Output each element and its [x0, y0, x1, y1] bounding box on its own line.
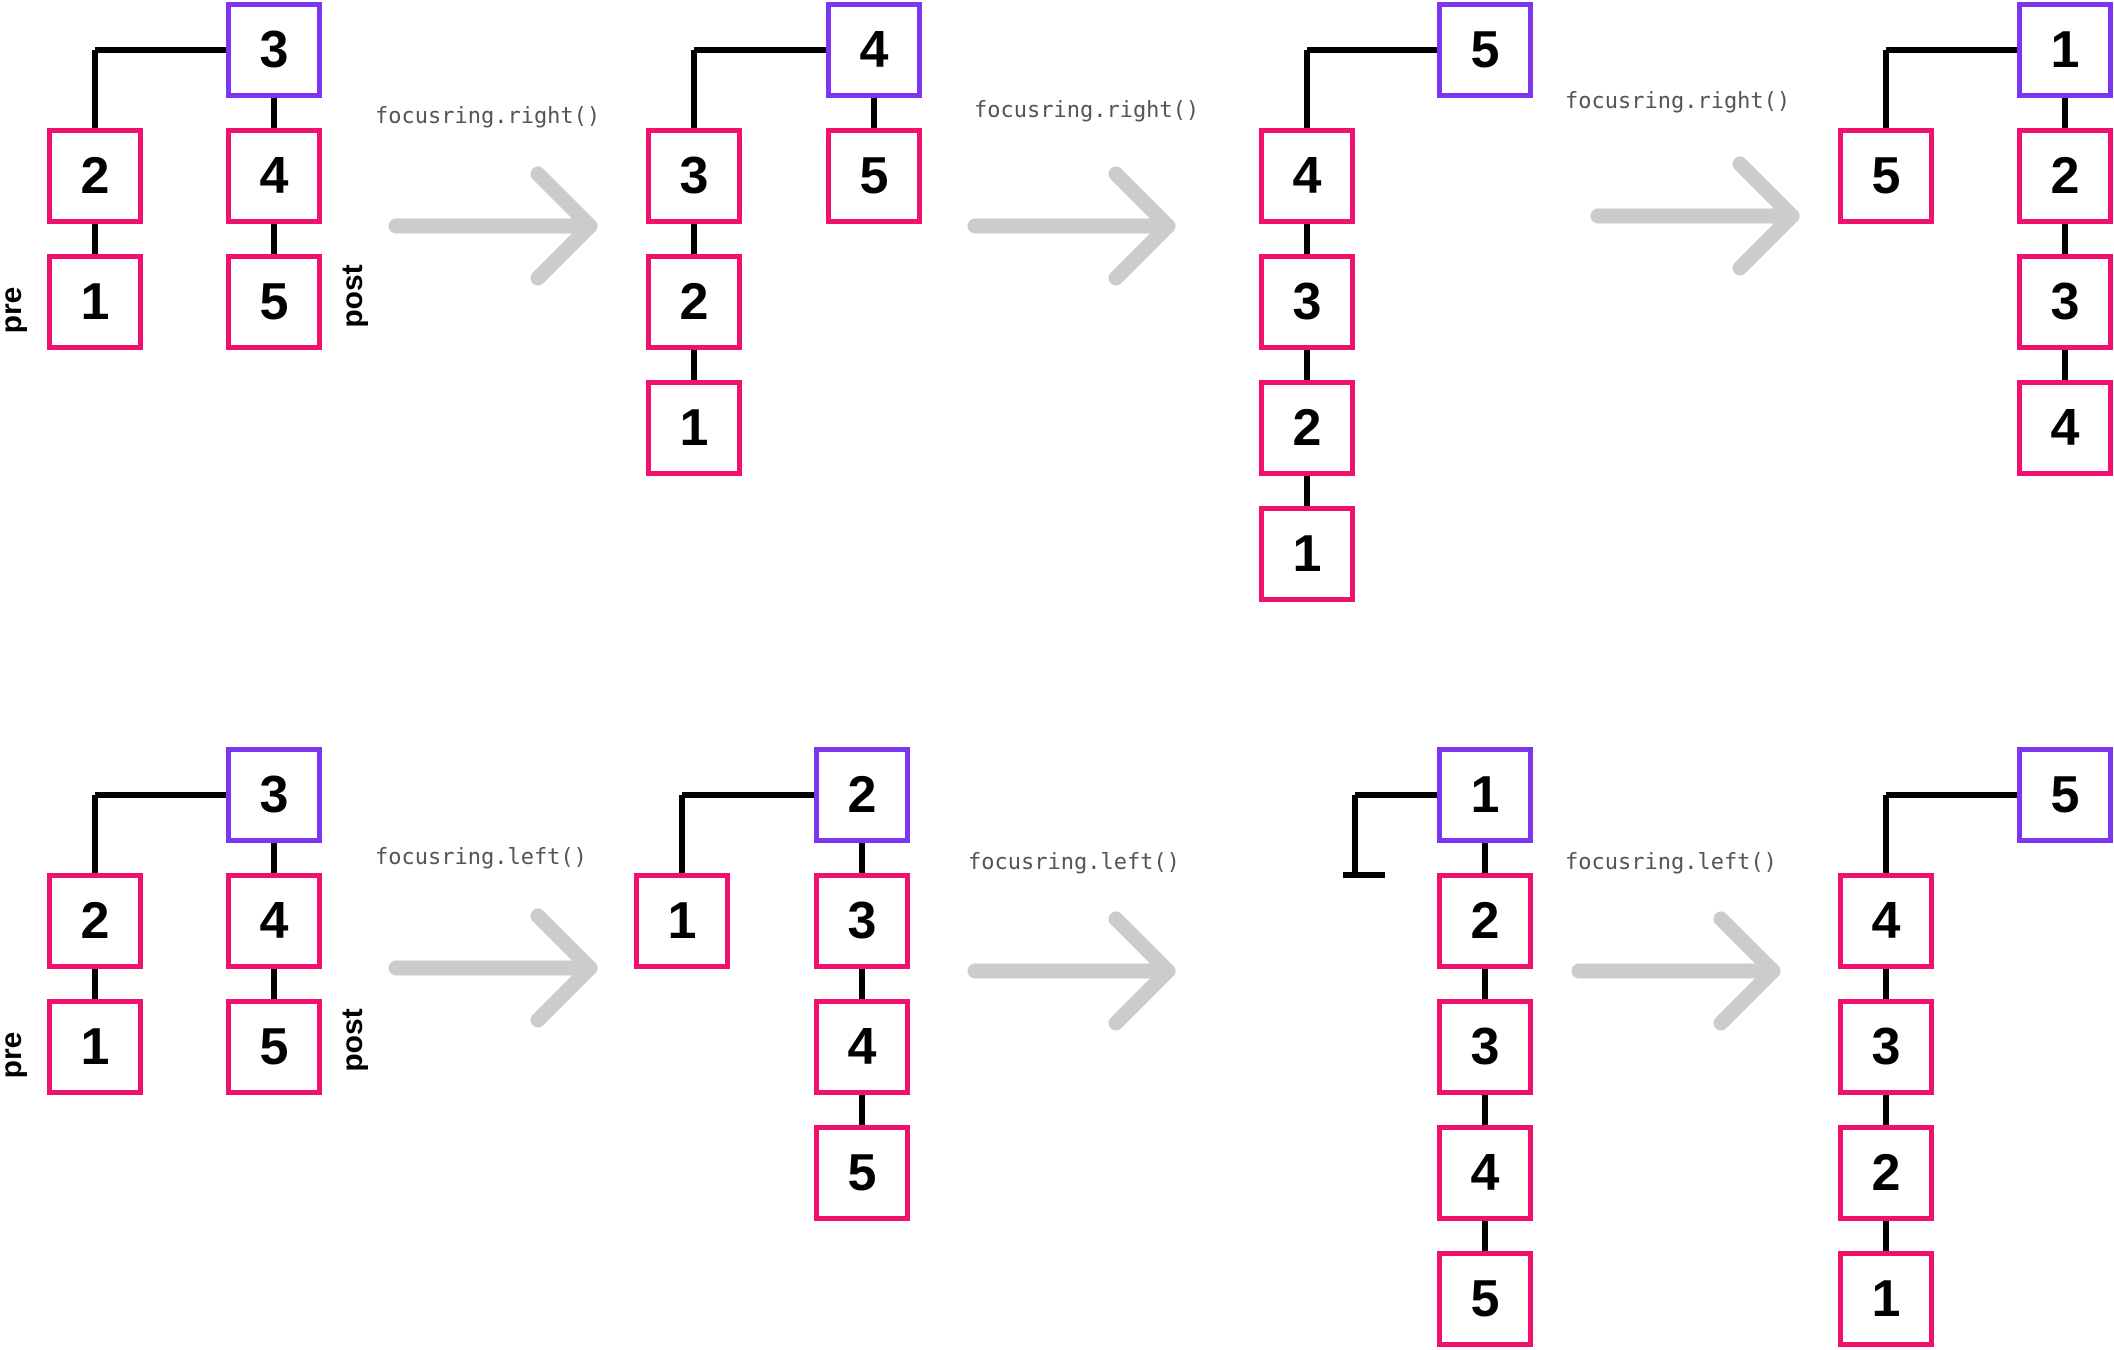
- post-node: 4: [814, 999, 910, 1095]
- transition-arrow-head: [530, 908, 598, 1028]
- pre-node: 3: [1838, 999, 1934, 1095]
- post-node: 5: [814, 1125, 910, 1221]
- pre-node: 1: [634, 873, 730, 969]
- pre-node: 1: [646, 380, 742, 476]
- pre-label: pre: [0, 286, 28, 334]
- operation-label: focusring.left(): [1565, 850, 1777, 875]
- transition-arrow-head: [1108, 166, 1176, 286]
- operation-label: focusring.left(): [375, 845, 587, 870]
- transition-arrow-head: [530, 166, 598, 286]
- post-node: 4: [226, 128, 322, 224]
- post-node: 2: [2017, 128, 2113, 224]
- post-node: 5: [226, 254, 322, 350]
- post-node: 5: [226, 999, 322, 1095]
- pre-label: pre: [0, 1031, 28, 1079]
- transition-arrow-head: [1732, 156, 1800, 276]
- operation-label: focusring.right(): [375, 104, 601, 129]
- operation-label: focusring.right(): [974, 98, 1200, 123]
- focus-node: 1: [1437, 747, 1533, 843]
- transition-arrow-head: [1713, 911, 1781, 1031]
- pre-node: 4: [1259, 128, 1355, 224]
- post-node: 3: [2017, 254, 2113, 350]
- post-node: 2: [1437, 873, 1533, 969]
- post-node: 5: [1437, 1251, 1533, 1347]
- pre-node: 2: [47, 873, 143, 969]
- pre-node: 1: [1838, 1251, 1934, 1347]
- operation-label: focusring.right(): [1565, 89, 1791, 114]
- focus-node: 3: [226, 747, 322, 843]
- pre-node: 2: [1838, 1125, 1934, 1221]
- focus-node: 2: [814, 747, 910, 843]
- operation-label: focusring.left(): [968, 850, 1180, 875]
- post-node: 5: [826, 128, 922, 224]
- focus-node: 1: [2017, 2, 2113, 98]
- focus-node: 3: [226, 2, 322, 98]
- pre-node: 5: [1838, 128, 1934, 224]
- post-node: 3: [1437, 999, 1533, 1095]
- pre-node: 3: [646, 128, 742, 224]
- pre-node: 4: [1838, 873, 1934, 969]
- pre-node: 1: [1259, 506, 1355, 602]
- pre-node: 2: [646, 254, 742, 350]
- focus-node: 4: [826, 2, 922, 98]
- post-node: 3: [814, 873, 910, 969]
- pre-node: 1: [47, 999, 143, 1095]
- pre-node: 2: [1259, 380, 1355, 476]
- pre-node: 1: [47, 254, 143, 350]
- post-node: 4: [226, 873, 322, 969]
- pre-node: 3: [1259, 254, 1355, 350]
- post-node: 4: [2017, 380, 2113, 476]
- pre-node: 2: [47, 128, 143, 224]
- focus-node: 5: [2017, 747, 2113, 843]
- post-node: 4: [1437, 1125, 1533, 1221]
- focus-node: 5: [1437, 2, 1533, 98]
- transition-arrow-head: [1108, 911, 1176, 1031]
- post-label: post: [336, 1008, 369, 1072]
- post-label: post: [336, 264, 369, 328]
